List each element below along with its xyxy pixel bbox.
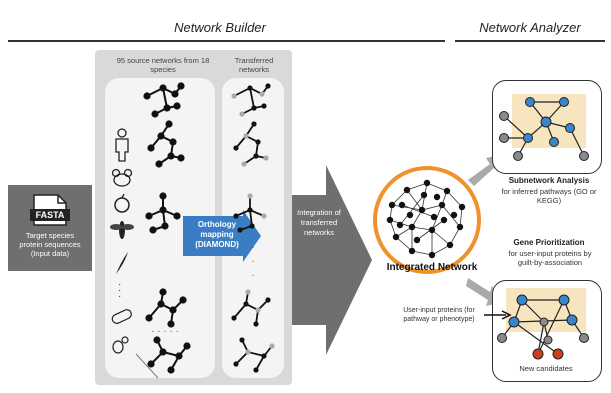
user-input-arrow (484, 310, 512, 320)
source-networks-title: 95 source networks from 18 species (116, 56, 210, 74)
builder-underline (8, 40, 445, 42)
source-network-1 (143, 82, 185, 118)
network-builder-header: Network Builder (174, 20, 266, 35)
source-network-graphs: · · · · · (143, 82, 191, 374)
integrated-network-graph (373, 166, 481, 274)
fly-icon (110, 221, 134, 239)
transferred-network-2 (233, 121, 269, 167)
integration-label: Integration of transferred networks (297, 208, 341, 237)
mouse-icon (111, 168, 133, 187)
transferred-networks-title: Transferred networks (234, 56, 274, 74)
source-network-3 (145, 192, 181, 234)
plant-icon (116, 252, 128, 274)
network-analyzer-header: Network Analyzer (479, 20, 581, 35)
source-network-4 (145, 288, 187, 328)
transferred-network-5 (233, 337, 275, 373)
integration-arrow (292, 165, 372, 355)
fasta-file-icon (30, 194, 70, 226)
prioritization-graph (497, 288, 589, 360)
svg-text:·: · (251, 270, 254, 281)
subnetwork-graph (499, 94, 589, 161)
transferred-network-3 (233, 193, 267, 233)
callout-line (135, 353, 159, 379)
integrated-network-label: Integrated Network (386, 262, 478, 273)
svg-text:· · · · ·: · · · · · (151, 326, 179, 337)
subnetwork-subtitle: for inferred pathways (GO or KEGG) (501, 187, 597, 205)
prioritization-title: Gene Prioritization (513, 238, 585, 247)
orthology-label: Orthology mapping (DIAMOND) (195, 220, 239, 249)
human-icon (115, 128, 129, 162)
new-candidates-label: New candidates (519, 364, 573, 373)
prioritization-subtitle: for user-input proteins by guilt-by-asso… (508, 249, 592, 267)
transferred-network-1 (231, 83, 271, 117)
orthology-arrow (183, 210, 261, 262)
input-data-box: FASTA Target species protein sequences (… (8, 185, 92, 271)
subnetwork-title: Subnetwork Analysis (508, 176, 590, 185)
input-caption: Target species protein sequences (Input … (19, 231, 81, 258)
transferred-network-graphs: · · · (231, 83, 275, 373)
source-network-2 (147, 120, 185, 168)
fruit-icon (114, 193, 130, 213)
analyzer-underline (455, 40, 605, 42)
fasta-label: FASTA (35, 210, 65, 220)
user-input-label: User-input proteins (for pathway or phen… (403, 307, 475, 323)
svg-text:·: · (251, 256, 254, 267)
yeast-icon (112, 336, 129, 354)
svg-text:·: · (251, 242, 254, 253)
worm-icon (111, 309, 132, 324)
transferred-network-4 (231, 289, 271, 327)
species-ellipsis: ··· (118, 279, 122, 302)
source-network-5 (147, 336, 191, 374)
